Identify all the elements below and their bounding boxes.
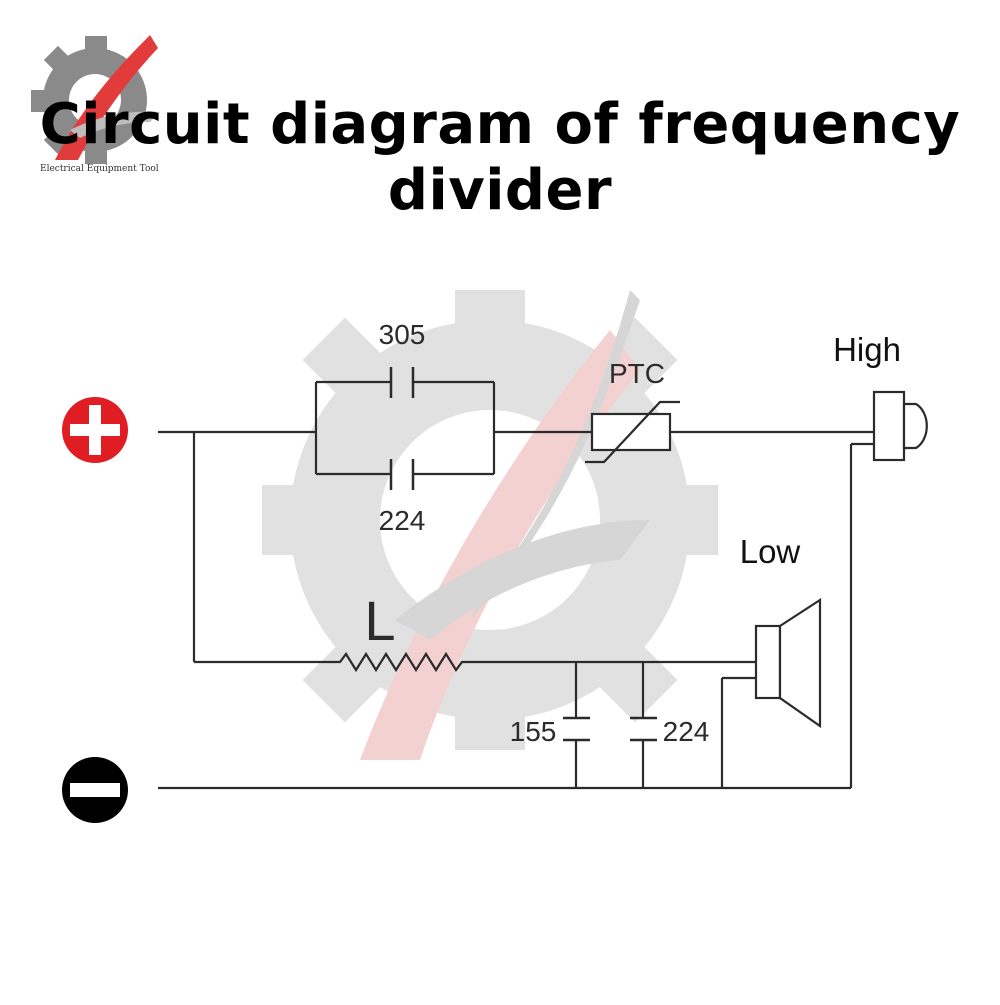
label-cap-224-shunt: 224 — [663, 716, 710, 747]
watermark-logo — [262, 290, 718, 760]
woofer-speaker-icon — [754, 597, 822, 729]
watermark-blade — [470, 290, 640, 620]
label-high: High — [833, 331, 901, 368]
capacitor-224-series — [389, 459, 415, 490]
brand-name: Electrical Equipment Tool — [40, 164, 159, 174]
watermark-red-swoosh — [360, 330, 640, 760]
ptc-thermistor — [585, 400, 680, 464]
label-ptc: PTC — [609, 358, 665, 389]
label-inductor: L — [364, 589, 395, 652]
inductor-coil — [332, 651, 466, 673]
title-line-2: divider — [387, 158, 613, 223]
wires — [158, 380, 874, 790]
watermark-gray-swoosh — [395, 520, 650, 640]
brand-logo — [31, 35, 160, 164]
label-cap-305: 305 — [379, 319, 426, 350]
label-cap-155: 155 — [510, 716, 557, 747]
negative-terminal — [62, 757, 128, 823]
positive-terminal — [62, 397, 128, 463]
label-cap-224-series: 224 — [379, 505, 426, 536]
capacitor-305 — [389, 367, 415, 398]
title-line-1: Circuit diagram of frequency — [39, 92, 961, 157]
label-low: Low — [740, 533, 801, 570]
gear-swoosh-logo-icon — [31, 35, 160, 164]
page-title: Circuit diagram of frequency divider — [0, 92, 1000, 224]
capacitor-155 — [563, 716, 590, 742]
tweeter-speaker-icon — [872, 390, 928, 462]
capacitor-224-shunt — [630, 716, 657, 742]
